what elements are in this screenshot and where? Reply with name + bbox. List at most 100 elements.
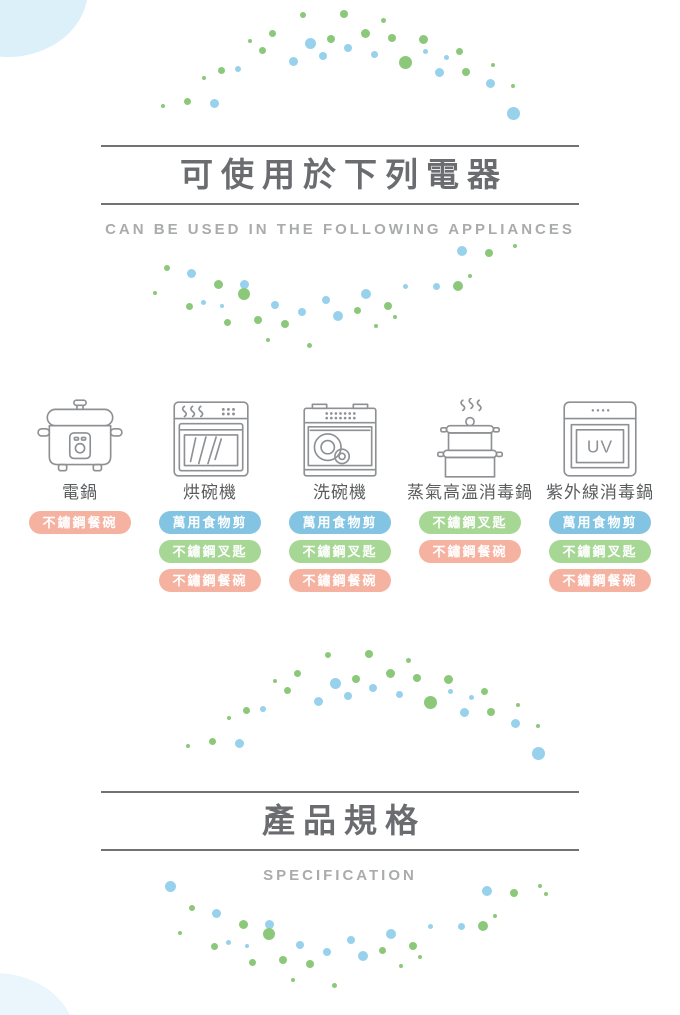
decorative-dot: [344, 692, 352, 700]
decorative-dot: [164, 265, 170, 271]
decorative-dot: [370, 50, 378, 58]
decorative-dot: [183, 97, 191, 105]
appliance-row: 電鍋 不鏽鋼餐碗: [0, 390, 680, 592]
decorative-dot: [485, 249, 493, 257]
section-title: 可使用於下列電器: [180, 156, 508, 193]
appliance-column-dishwasher: 洗碗機 萬用食物剪 不鏽鋼叉匙 不鏽鋼餐碗: [278, 390, 402, 592]
decorative-dot: [393, 315, 397, 319]
compatible-item-badge: 不鏽鋼餐碗: [549, 569, 651, 592]
appliance-column-rice-cooker: 電鍋 不鏽鋼餐碗: [18, 390, 142, 592]
section-title: 產品規格: [262, 802, 426, 839]
decorative-dot: [531, 746, 545, 760]
compatible-item-badge: 不鏽鋼叉匙: [289, 540, 391, 563]
compatible-item-badge: 不鏽鋼餐碗: [159, 569, 261, 592]
decorative-dot: [227, 716, 231, 720]
decorative-dot: [178, 931, 182, 935]
decorative-dot: [353, 306, 361, 314]
decorative-dot: [263, 928, 275, 940]
decorative-dot: [506, 106, 520, 120]
decorative-dot: [485, 78, 495, 88]
decorative-dot: [361, 289, 371, 299]
decorative-dot: [234, 738, 244, 748]
decorative-dot: [153, 291, 157, 295]
corner-decoration-top-left: [0, 0, 88, 57]
compatible-item-badge: 不鏽鋼餐碗: [419, 540, 521, 563]
dish-dryer-icon: [164, 390, 256, 478]
decorative-dot: [344, 44, 352, 52]
decorative-dot: [423, 695, 437, 709]
decorative-dot: [264, 919, 274, 929]
compatible-items: 萬用食物剪 不鏽鋼叉匙 不鏽鋼餐碗: [289, 511, 391, 592]
decorative-dot: [248, 958, 256, 966]
decorative-dot: [374, 324, 378, 328]
decorative-dot: [210, 942, 218, 950]
decorative-dot: [304, 37, 316, 49]
decorative-dot: [239, 279, 249, 289]
decorative-dot: [352, 675, 360, 683]
decorative-dot: [202, 76, 206, 80]
decorative-dot: [186, 744, 190, 748]
decorative-dot: [384, 302, 392, 310]
decorative-dot: [395, 690, 403, 698]
decorative-dot: [405, 657, 411, 663]
decorative-dot: [536, 724, 540, 728]
dishwasher-icon: [294, 390, 386, 478]
decorative-dot: [220, 304, 224, 308]
decorative-dot: [418, 955, 422, 959]
decorative-dot: [306, 960, 314, 968]
decorative-dot: [510, 718, 520, 728]
decorative-dot: [457, 922, 465, 930]
decorative-dot: [402, 283, 408, 289]
compatible-item-badge: 萬用食物剪: [159, 511, 261, 534]
decorative-dot: [209, 98, 219, 108]
uv-sterilizer-icon: UV: [554, 390, 646, 478]
decorative-dot: [427, 923, 433, 929]
decorative-dot: [296, 941, 304, 949]
decorative-dot: [161, 104, 165, 108]
compatible-item-badge: 萬用食物剪: [289, 511, 391, 534]
compatible-items: 不鏽鋼叉匙 不鏽鋼餐碗: [419, 511, 521, 563]
decorative-dot: [388, 34, 396, 42]
decorative-dot: [358, 951, 368, 961]
decorative-dot: [288, 56, 298, 66]
decorative-dot: [510, 889, 518, 897]
decorative-dot: [300, 12, 306, 18]
decorative-dot: [208, 737, 216, 745]
decorative-dot: [238, 919, 248, 929]
decorative-dot: [386, 929, 396, 939]
decorative-dot: [254, 316, 262, 324]
decorative-dot: [268, 29, 276, 37]
decorative-dot: [480, 687, 488, 695]
decorative-dot: [491, 63, 495, 67]
appliance-name: 烘碗機: [183, 483, 237, 502]
decorative-dot: [443, 674, 453, 684]
decorative-dot: [242, 706, 250, 714]
divider-line: [101, 791, 579, 793]
compatible-item-badge: 萬用食物剪: [549, 511, 651, 534]
decorative-dot: [258, 46, 266, 54]
decorative-dot: [398, 55, 412, 69]
decorative-dot: [281, 320, 289, 328]
decorative-dot: [409, 942, 417, 950]
decorative-dot: [291, 978, 295, 982]
decorative-dot: [493, 914, 497, 918]
decorative-dot: [468, 274, 472, 278]
decorative-dot: [434, 67, 444, 77]
compatible-item-badge: 不鏽鋼餐碗: [289, 569, 391, 592]
decorative-dot: [369, 684, 377, 692]
decorative-dot: [365, 650, 373, 658]
section-specification-heading: 產品規格 SPECIFICATION: [0, 791, 680, 884]
divider-line: [101, 848, 579, 851]
decorative-dot: [211, 908, 221, 918]
section-subtitle: SPECIFICATION: [263, 866, 417, 884]
appliance-name: 電鍋: [62, 483, 98, 502]
decorative-dot: [235, 66, 241, 72]
appliance-column-uv-sterilizer: UV 紫外線消毒鍋 萬用食物剪 不鏽鋼叉匙 不鏽鋼餐碗: [538, 390, 662, 592]
divider-line: [101, 202, 579, 205]
decorative-dot: [271, 301, 279, 309]
decorative-dot: [319, 52, 327, 60]
decorative-dot: [323, 948, 331, 956]
decorative-dot: [453, 281, 463, 291]
section-subtitle: CAN BE USED IN THE FOLLOWING APPLIANCES: [105, 220, 575, 238]
decorative-dot: [325, 652, 331, 658]
